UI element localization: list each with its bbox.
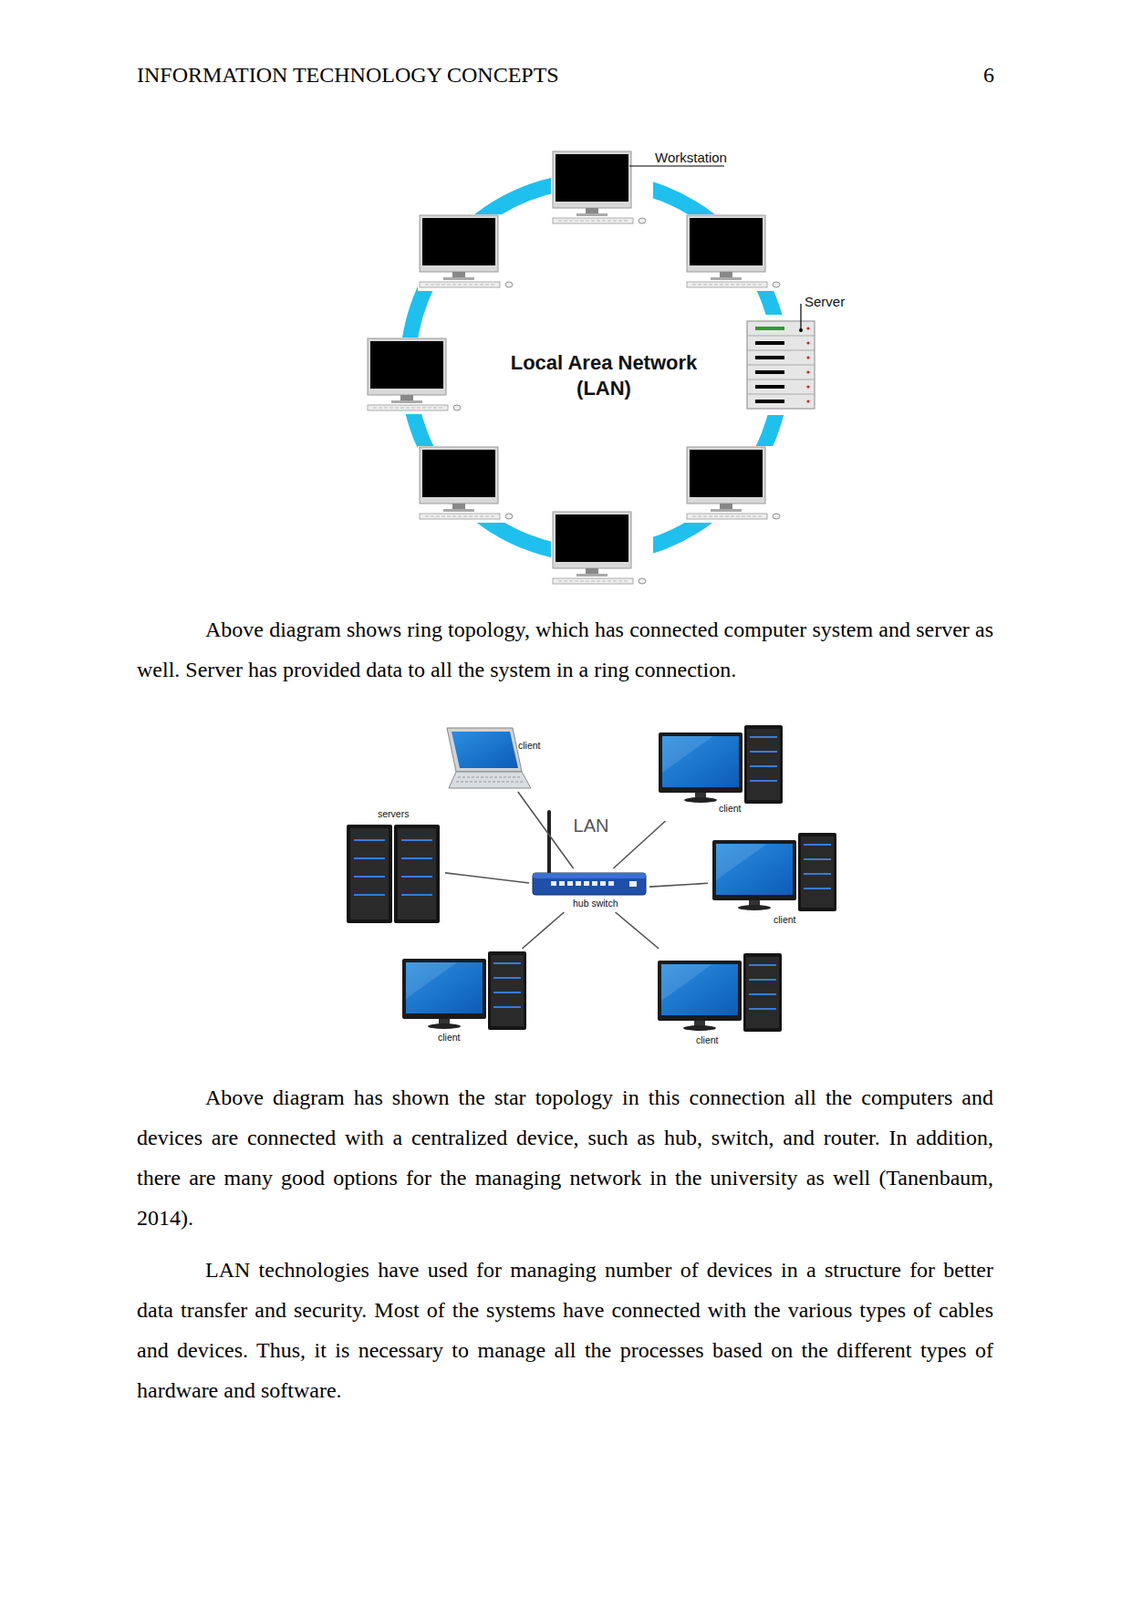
network-cable [649, 882, 708, 887]
client-pc-icon [658, 725, 783, 804]
server-node: Server [740, 290, 869, 416]
leader-line [629, 165, 725, 167]
body-paragraph: Above diagram shows ring topology, which… [136, 609, 994, 690]
client-node: client [707, 828, 842, 931]
node-label: hub switch [572, 897, 619, 911]
node-label: servers [377, 808, 409, 821]
servers-node: servers [341, 806, 446, 927]
running-header: INFORMATION TECHNOLOGY CONCEPTS [136, 56, 867, 94]
network-cable [615, 912, 660, 949]
network-cable [521, 912, 564, 949]
laptop-icon [446, 727, 531, 789]
body-paragraph: Above diagram has shown the star topolog… [136, 1077, 994, 1238]
workstation-node: Workstation [547, 144, 735, 229]
network-cable [612, 820, 665, 869]
server-towers-icon [346, 824, 440, 924]
hub-switch-node: hub switch [529, 868, 650, 913]
body-paragraph: LAN technologies have used for managing … [136, 1249, 994, 1411]
network-cable [518, 791, 574, 869]
node-label: client [773, 913, 797, 927]
leader-line [799, 303, 801, 331]
leader-dot [799, 328, 803, 333]
client-node: client [653, 948, 787, 1051]
client-pc-icon [402, 951, 527, 1030]
node-label: Server [804, 293, 845, 311]
workstation-icons [365, 150, 788, 588]
client-pc-icon [657, 953, 782, 1032]
client-node: client [397, 948, 531, 1049]
node-label: client [518, 739, 541, 753]
page-number: 6 [948, 56, 995, 94]
network-cable [445, 872, 530, 883]
node-label: client [695, 1034, 719, 1048]
client-pc-icon [712, 832, 837, 912]
client-node: client [653, 720, 789, 821]
client-node: client [439, 724, 548, 792]
server-rack [740, 314, 821, 416]
node-label: client [437, 1031, 461, 1045]
node-label: client [718, 802, 742, 816]
diagram-caption: Local Area Network (LAN) [498, 350, 710, 402]
node-label: Workstation [654, 149, 727, 167]
network-label: LAN [571, 813, 612, 838]
